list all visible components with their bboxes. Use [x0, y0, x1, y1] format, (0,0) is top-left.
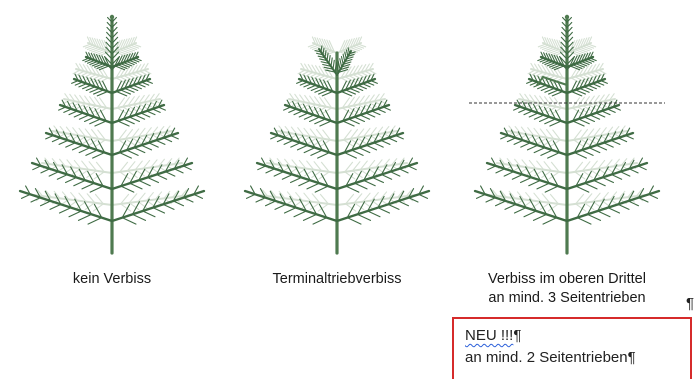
- caption-verbiss-oberes-drittel: Verbiss im oberen Drittel an mind. 3 Sei…: [457, 270, 677, 308]
- tree-no-browsing: [12, 5, 212, 260]
- tree-no-browsing-drawing: [12, 5, 212, 260]
- tree-terminal-browsing-drawing: [237, 5, 437, 260]
- new-annotation-box[interactable]: NEU !!!¶ an mind. 2 Seitentrieben¶: [452, 317, 692, 379]
- tree-terminal-browsing: [237, 5, 437, 260]
- tree-upper-third-browsing: [467, 5, 667, 260]
- caption-line: kein Verbiss: [2, 270, 222, 289]
- paragraph-mark: ¶: [686, 295, 694, 312]
- tree-upper-third-browsing-drawing: [467, 5, 667, 260]
- spellcheck-flagged-text: NEU !!!: [465, 327, 513, 344]
- caption-kein-verbiss: kein Verbiss: [2, 270, 222, 289]
- caption-line: Terminaltriebverbiss: [227, 270, 447, 289]
- foreground-foliage: [20, 15, 204, 253]
- new-box-line-1: NEU !!!¶: [465, 325, 690, 347]
- foreground-foliage: [475, 15, 659, 253]
- caption-line: an mind. 3 Seitentrieben: [457, 289, 677, 308]
- new-box-line-2: an mind. 2 Seitentrieben¶: [465, 347, 690, 369]
- paragraph-mark: ¶: [513, 327, 521, 344]
- caption-terminaltriebverbiss: Terminaltriebverbiss: [227, 270, 447, 289]
- terminal-bud: [565, 15, 569, 19]
- foreground-foliage: [245, 46, 429, 253]
- terminal-bud: [110, 15, 114, 19]
- caption-line: Verbiss im oberen Drittel: [457, 270, 677, 289]
